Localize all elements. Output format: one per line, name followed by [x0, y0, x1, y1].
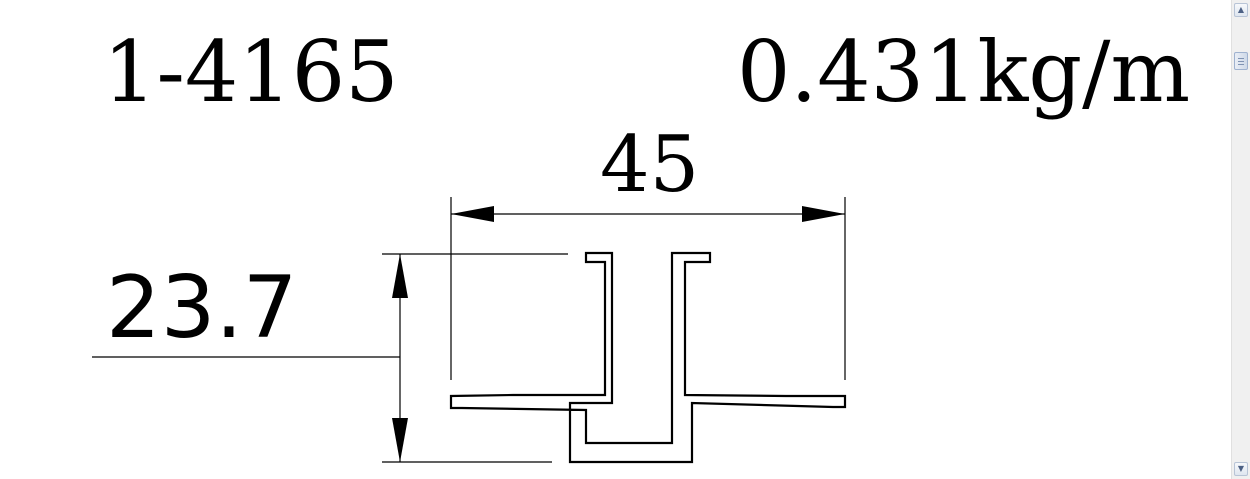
- height-arrow-top: [392, 254, 408, 298]
- weight-per-meter: 0.431kg/m: [737, 23, 1191, 121]
- triangle-down-icon: ▼: [1237, 464, 1245, 473]
- width-dimension-value: 45: [600, 120, 700, 210]
- scroll-up-button[interactable]: ▲: [1234, 3, 1248, 17]
- part-number: 1-4165: [103, 23, 399, 121]
- profile-outline: [449, 251, 847, 464]
- thumb-grip-line: [1238, 64, 1244, 65]
- width-dimension: [450, 197, 846, 380]
- triangle-up-icon: ▲: [1237, 5, 1245, 14]
- scrollbar-thumb[interactable]: [1234, 52, 1248, 70]
- width-arrow-right: [802, 206, 845, 222]
- height-dimension-value: 23.7: [106, 258, 298, 358]
- vertical-scrollbar[interactable]: ▲ ▼: [1231, 0, 1250, 479]
- scroll-down-button[interactable]: ▼: [1234, 462, 1248, 476]
- height-arrow-bottom: [392, 418, 408, 462]
- thumb-grip-line: [1238, 58, 1244, 59]
- thumb-grip-line: [1238, 61, 1244, 62]
- width-arrow-left: [451, 206, 494, 222]
